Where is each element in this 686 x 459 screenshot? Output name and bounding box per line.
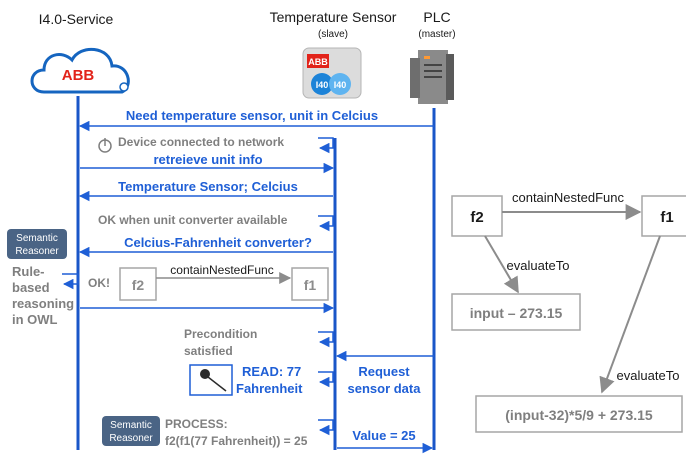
graph-node-formula2-label: (input-32)*5/9 + 273.15 <box>505 407 653 423</box>
semantic-reasoner-badge <box>7 229 67 259</box>
cloud-icon: ABB <box>30 47 130 94</box>
graph-node-formula1 <box>451 293 581 331</box>
graph-edge-eval-f2-arrow <box>484 235 519 294</box>
self-arrow-ok <box>62 273 79 290</box>
lane-title-service: I4.0-Service <box>39 11 114 27</box>
power-icon <box>98 138 112 153</box>
lane-subtitle-plc: (master) <box>418 29 455 40</box>
plc-device-icon <box>410 50 454 104</box>
self-arrow-device-connected <box>318 137 334 154</box>
message-need-sensor-label: Need temperature sensor, unit in Celcius <box>126 108 378 123</box>
precondition-line1: Precondition <box>184 327 257 341</box>
process-label-line2: f2(f1(77 Fahrenheit)) = 25 <box>165 434 308 448</box>
message-sensor-celsius-label: Temperature Sensor; Celcius <box>118 179 298 194</box>
self-arrow-read <box>318 371 334 388</box>
inline-edge-nested-label: containNestedFunc <box>170 263 273 277</box>
rule-text-line2: based <box>12 280 50 295</box>
semantic-reasoner-badge-bottom <box>102 416 160 446</box>
graph-node-f2 <box>451 195 503 237</box>
inline-node-f2-label: f2 <box>132 277 145 293</box>
inline-node-f1 <box>291 267 329 301</box>
read-label-line1: READ: 77 <box>242 364 301 379</box>
ok-label: OK! <box>88 276 110 290</box>
reasoner-badge-bottom-line2: Reasoner <box>109 433 153 444</box>
graph-node-f1-label: f1 <box>660 209 673 226</box>
graph-edge-eval-f1-arrow <box>599 235 661 394</box>
request-label-line2: sensor data <box>348 381 422 396</box>
sensor-device-icon: ABB I40 I40 <box>302 47 362 99</box>
value-label: Value = 25 <box>352 428 415 443</box>
precondition-line2: satisfied <box>184 344 233 358</box>
rule-text-line3: reasoning <box>12 296 74 311</box>
graph-node-formula1-label: input – 273.15 <box>470 305 563 321</box>
reasoner-badge-bottom-line1: Semantic <box>110 420 152 431</box>
lane-title-sensor: Temperature Sensor <box>270 9 397 25</box>
inline-node-f1-label: f1 <box>304 277 317 293</box>
graph-node-f2-label: f2 <box>470 209 483 226</box>
message-device-connected-label: Device connected to network <box>118 135 284 149</box>
sensor-tag-left: I40 <box>316 80 329 90</box>
message-ok-converter-label: OK when unit converter available <box>98 213 288 227</box>
graph-node-formula2 <box>475 395 683 433</box>
read-label-line2: Fahrenheit <box>236 381 303 396</box>
process-label-line1: PROCESS: <box>165 417 228 431</box>
sensor-probe-icon <box>189 364 233 396</box>
rule-text-line4: in OWL <box>12 312 58 327</box>
rule-text-line1: Rule- <box>12 264 45 279</box>
lane-subtitle-sensor: (slave) <box>318 29 348 40</box>
cloud-logo-text: ABB <box>62 67 95 84</box>
inline-node-f2 <box>119 267 157 301</box>
graph-node-f1 <box>641 195 686 237</box>
graph-edge-nested-label: containNestedFunc <box>512 190 625 205</box>
self-arrow-precondition <box>318 331 334 348</box>
sensor-tag-right: I40 <box>334 80 347 90</box>
reasoner-badge-line1: Semantic <box>16 233 58 244</box>
self-arrow-ok-converter <box>318 215 334 232</box>
graph-edge-eval-f1-label: evaluateTo <box>617 368 680 383</box>
self-arrow-process <box>318 419 334 436</box>
graph-edge-eval-f2-label: evaluateTo <box>507 258 570 273</box>
reasoner-badge-line2: Reasoner <box>15 246 59 257</box>
lane-title-plc: PLC <box>423 9 450 25</box>
sensor-logo-text: ABB <box>308 57 328 67</box>
request-label-line1: Request <box>358 364 410 379</box>
message-retrieve-unit-label: retreieve unit info <box>153 152 262 167</box>
message-converter-query-label: Celcius-Fahrenheit converter? <box>124 235 312 250</box>
